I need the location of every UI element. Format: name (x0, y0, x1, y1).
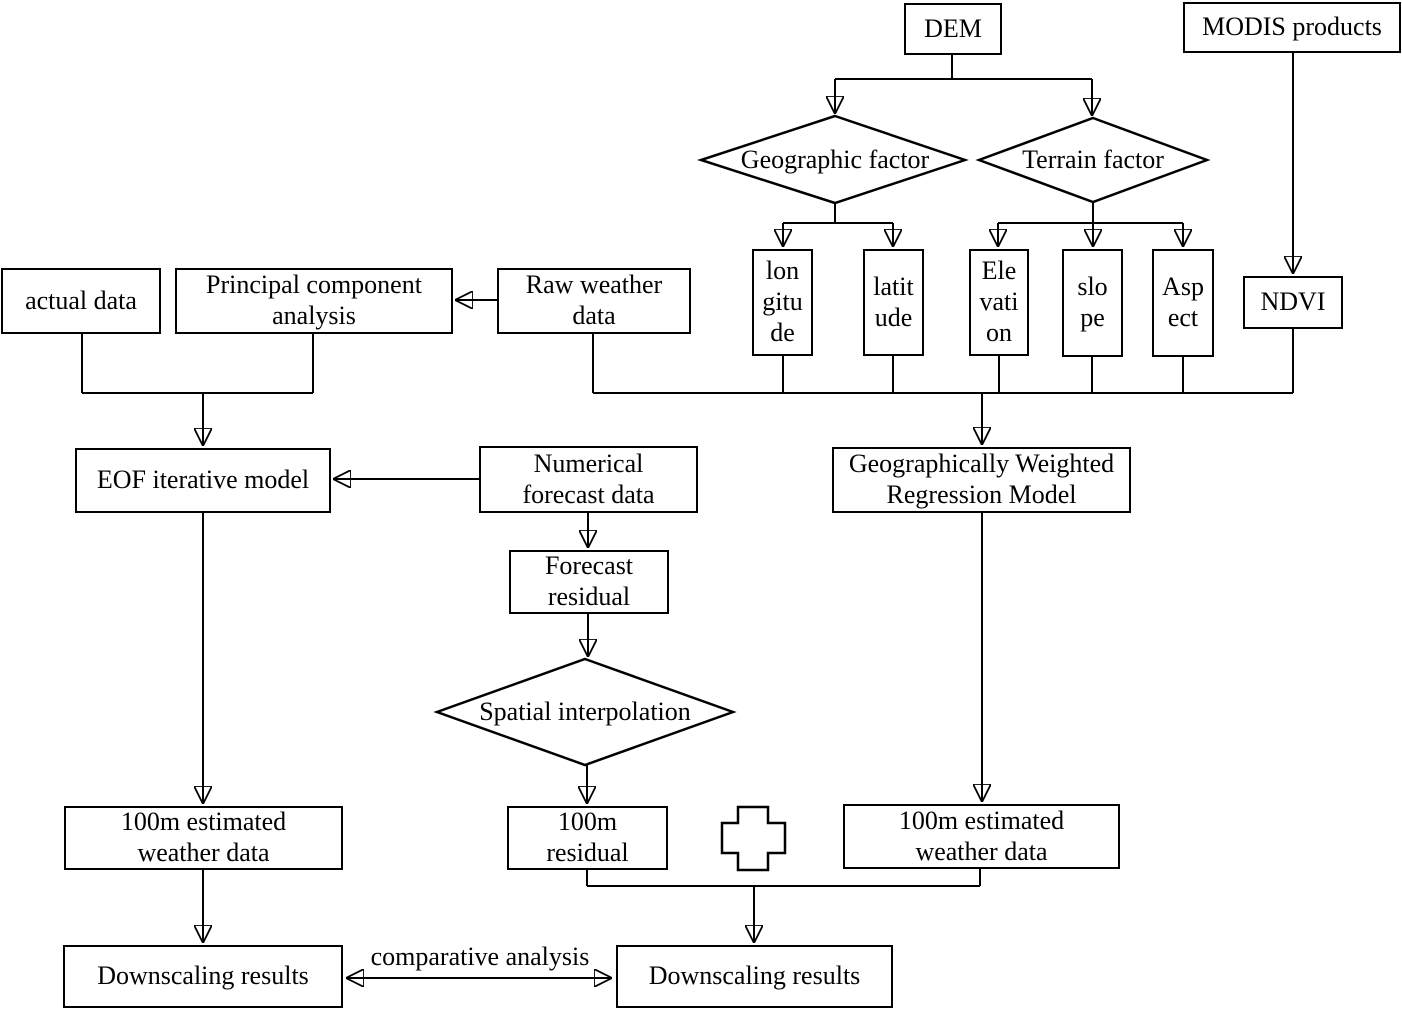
node-numerical-forecast-data: Numerical forecast data (479, 446, 698, 513)
terrain-factor-diamond (975, 116, 1211, 204)
node-estimated-weather-left: 100m estimated weather data (64, 806, 343, 870)
terrain-split-line (998, 202, 1183, 224)
node-actual-data: actual data (1, 268, 161, 334)
node-aspect: Asp ect (1152, 249, 1214, 357)
node-longitude: lon gitu de (752, 249, 813, 356)
factor-bus-line (592, 328, 1294, 394)
node-ndvi: NDVI (1243, 276, 1343, 329)
node-principal-component-analysis: Principal component analysis (175, 268, 453, 334)
plus-operator-icon (720, 805, 787, 872)
node-100m-residual: 100m residual (507, 806, 668, 870)
node-estimated-weather-right: 100m estimated weather data (843, 804, 1120, 869)
spatial-interpolation-diamond (433, 657, 737, 767)
left-join-line (81, 334, 314, 394)
residual-merge-line (586, 869, 981, 887)
node-elevation: Ele vati on (969, 249, 1029, 356)
node-forecast-residual: Forecast residual (509, 550, 669, 614)
node-gwr-model: Geographically Weighted Regression Model (832, 447, 1131, 513)
label-geographic-factor: Geographic factor (740, 144, 930, 174)
node-raw-weather-data: Raw weather data (497, 268, 691, 334)
node-dem: DEM (904, 3, 1002, 55)
geographic-factor-diamond (696, 114, 969, 205)
label-spatial-interpolation: Spatial interpolation (479, 696, 691, 726)
node-downscaling-results-left: Downscaling results (63, 945, 343, 1008)
node-downscaling-results-right: Downscaling results (616, 945, 893, 1008)
dem-split-line (835, 54, 1092, 80)
label-terrain-factor: Terrain factor (1022, 144, 1164, 174)
geographic-split-line (783, 203, 893, 224)
label-comparative-analysis: comparative analysis (370, 942, 590, 971)
node-slope: slo pe (1062, 249, 1123, 357)
node-eof-iterative-model: EOF iterative model (75, 448, 331, 513)
node-latitude: latit ude (863, 249, 924, 356)
node-modis-products: MODIS products (1183, 2, 1401, 53)
